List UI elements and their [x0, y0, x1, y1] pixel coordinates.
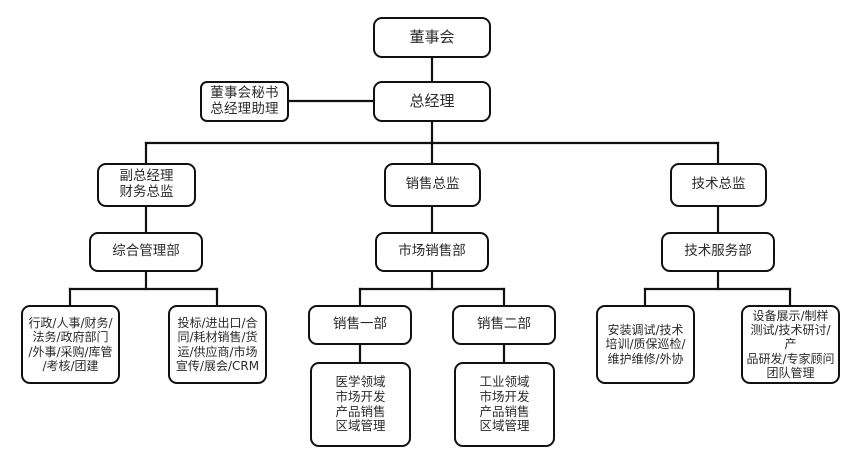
node-admin-department-label: 综合管理部 — [112, 243, 180, 260]
node-market-department-label: 市场销售部 — [398, 243, 466, 260]
node-general-manager[interactable]: 总经理 — [373, 81, 491, 122]
node-board[interactable]: 董事会 — [373, 17, 491, 58]
node-sales-director[interactable]: 销售总监 — [384, 163, 481, 207]
node-sales-unit-2-functions-label: 工业领域 市场开发 产品销售 区域管理 — [479, 374, 530, 434]
node-deputy-gm[interactable]: 副总经理 财务总监 — [97, 163, 196, 207]
node-sales-unit-1-functions-label: 医学领域 市场开发 产品销售 区域管理 — [335, 374, 386, 434]
node-admin-function-1-label: 行政/人事/财务/ 法务/政府部门 /外事/采购/库管 /考核/团建 — [28, 316, 113, 373]
node-general-manager-label: 总经理 — [409, 91, 455, 110]
node-tech-director-label: 技术总监 — [691, 176, 746, 193]
node-sales-unit-2-label: 销售二部 — [477, 316, 531, 333]
node-board-label: 董事会 — [409, 27, 455, 46]
node-tech-function-1-label: 安装调试/技术 培训/质保巡检/ 维护维修/外协 — [605, 323, 686, 366]
node-admin-function-2[interactable]: 投标/进出口/合 同/耗材销售/货 运/供应商/市场 宣传/展会/CRM — [168, 305, 267, 384]
node-tech-function-2[interactable]: 设备展示/制样 测试/技术研讨/产 品研发/专家顾问 团队管理 — [741, 305, 840, 384]
node-admin-function-2-label: 投标/进出口/合 同/耗材销售/货 运/供应商/市场 宣传/展会/CRM — [175, 316, 260, 373]
node-sales-unit-1-label: 销售一部 — [333, 316, 387, 333]
node-sales-director-label: 销售总监 — [405, 176, 460, 193]
node-tech-function-1[interactable]: 安装调试/技术 培训/质保巡检/ 维护维修/外协 — [596, 305, 695, 384]
node-service-department[interactable]: 技术服务部 — [661, 232, 775, 272]
node-board-secretary-label: 董事会秘书 总经理助理 — [210, 84, 279, 117]
node-market-department[interactable]: 市场销售部 — [375, 232, 489, 272]
node-sales-unit-1[interactable]: 销售一部 — [308, 305, 412, 345]
node-admin-department[interactable]: 综合管理部 — [89, 232, 203, 272]
node-sales-unit-2[interactable]: 销售二部 — [452, 305, 556, 345]
node-sales-unit-1-functions[interactable]: 医学领域 市场开发 产品销售 区域管理 — [310, 362, 411, 447]
node-deputy-gm-label: 副总经理 财务总监 — [119, 168, 174, 200]
node-service-department-label: 技术服务部 — [684, 243, 752, 260]
node-tech-director[interactable]: 技术总监 — [670, 163, 767, 207]
node-board-secretary[interactable]: 董事会秘书 总经理助理 — [200, 81, 289, 122]
node-admin-function-1[interactable]: 行政/人事/财务/ 法务/政府部门 /外事/采购/库管 /考核/团建 — [21, 305, 120, 384]
node-tech-function-2-label: 设备展示/制样 测试/技术研讨/产 品研发/专家顾问 团队管理 — [746, 309, 835, 380]
node-sales-unit-2-functions[interactable]: 工业领域 市场开发 产品销售 区域管理 — [454, 362, 555, 447]
